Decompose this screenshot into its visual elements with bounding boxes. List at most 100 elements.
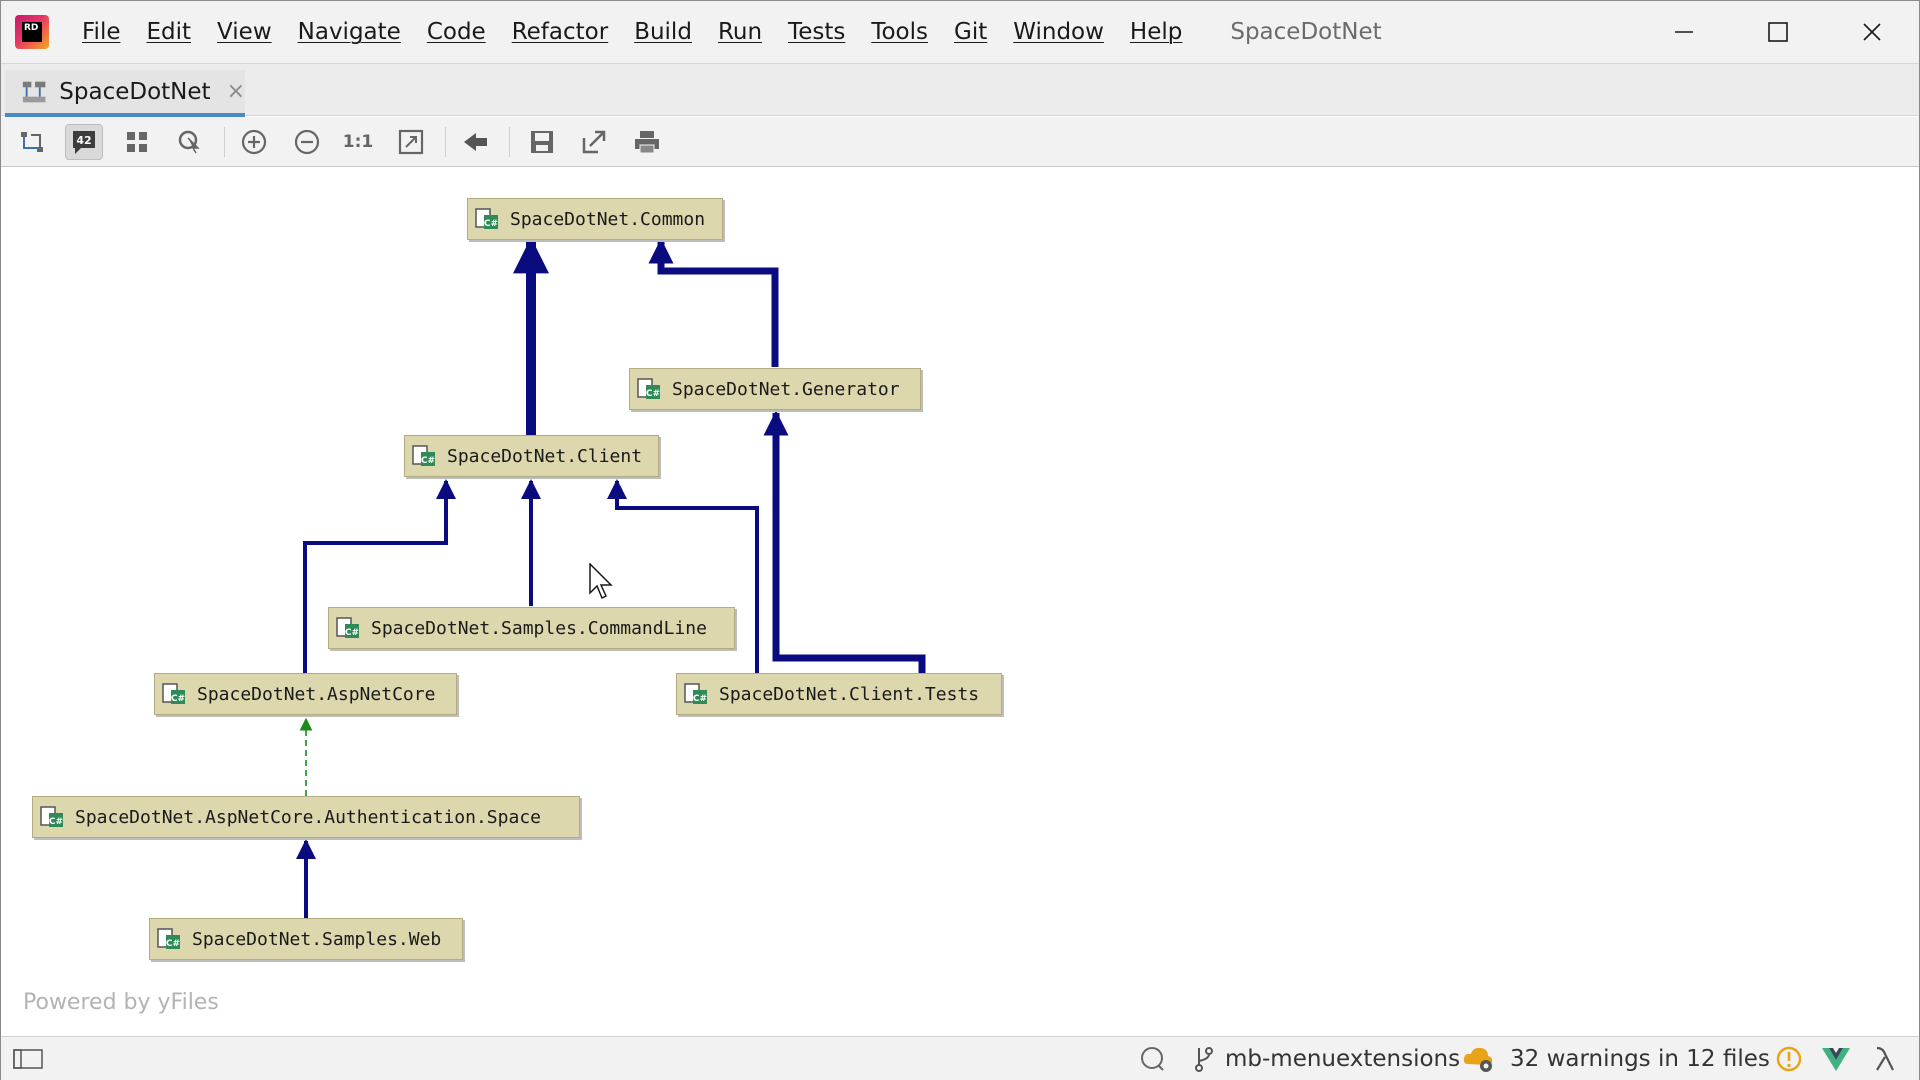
node-label: SpaceDotNet.Client: [447, 445, 643, 467]
tab-close-icon[interactable]: ×: [226, 79, 245, 104]
actual-size-button[interactable]: 1:1: [342, 132, 374, 152]
node-samples-commandline[interactable]: C# SpaceDotNet.Samples.CommandLine: [328, 607, 735, 649]
mouse-pointer-icon: [589, 563, 613, 600]
cloud-gear-warning-icon: [1463, 1047, 1493, 1072]
zoom-out-icon: [294, 129, 320, 155]
layout-button[interactable]: [13, 124, 51, 160]
toolbar-separator: [224, 127, 225, 157]
rider-logo-icon[interactable]: RD: [15, 15, 49, 49]
menu-edit[interactable]: Edit: [146, 19, 192, 45]
node-common[interactable]: C# SpaceDotNet.Common: [467, 198, 723, 240]
exclamation-circle-icon: [1776, 1046, 1802, 1072]
node-generator[interactable]: C# SpaceDotNet.Generator: [629, 368, 921, 410]
node-aspnetcore[interactable]: C# SpaceDotNet.AspNetCore: [154, 673, 457, 715]
printer-icon: [635, 131, 659, 154]
menu-view[interactable]: View: [217, 19, 272, 45]
notifications-status[interactable]: [1138, 1037, 1166, 1080]
menu-code[interactable]: Code: [426, 19, 486, 45]
dependency-diagram-canvas[interactable]: C# SpaceDotNet.Common C# SpaceDotNet.Gen…: [1, 168, 1919, 1036]
edge-clienttests-to-generator: [763, 410, 926, 673]
edge-generator-to-common: [648, 238, 779, 367]
grid-icon: [127, 132, 147, 152]
maximize-button[interactable]: [1731, 1, 1825, 63]
toggle-tool-windows-icon[interactable]: [13, 1048, 43, 1070]
menu-help[interactable]: Help: [1129, 19, 1183, 45]
diagram-tab-icon: [22, 81, 46, 102]
logo-text: RD: [22, 22, 42, 42]
csharp-project-icon: C#: [40, 806, 63, 827]
main-menu: File Edit View Navigate Code Refactor Bu…: [69, 1, 1195, 63]
vue-logo-icon: [1822, 1048, 1850, 1071]
lambda-icon: [1876, 1046, 1894, 1071]
export-button[interactable]: [575, 124, 613, 160]
close-window-button[interactable]: [1825, 1, 1919, 63]
toolbar-separator: [445, 127, 446, 157]
menu-build[interactable]: Build: [634, 19, 692, 45]
node-client-tests[interactable]: C# SpaceDotNet.Client.Tests: [676, 673, 1002, 715]
title-bar: RD File Edit View Navigate Code Refactor…: [1, 1, 1919, 63]
svg-text:C#: C#: [49, 817, 63, 827]
node-label: SpaceDotNet.Samples.Web: [192, 928, 442, 950]
branch-name: mb-menuextensions: [1225, 1046, 1461, 1072]
node-samples-web[interactable]: C# SpaceDotNet.Samples.Web: [149, 918, 463, 960]
zoom-in-button[interactable]: [235, 124, 273, 160]
navigator-button[interactable]: [171, 124, 209, 160]
zoom-out-button[interactable]: [288, 124, 326, 160]
minimize-icon: [1675, 31, 1693, 33]
speech-bubble-icon: [1141, 1047, 1164, 1071]
menu-file[interactable]: File: [82, 19, 121, 45]
menu-run[interactable]: Run: [717, 19, 763, 45]
menu-window[interactable]: Window: [1013, 19, 1104, 45]
tab-label: SpaceDotNet: [59, 78, 211, 105]
menu-refactor[interactable]: Refactor: [511, 19, 609, 45]
status-bar: mb-menuextensions 32 warnings in 12 file…: [1, 1036, 1919, 1080]
svg-text:C#: C#: [171, 694, 185, 704]
grid-button[interactable]: [118, 124, 156, 160]
menu-tools[interactable]: Tools: [871, 19, 928, 45]
save-diagram-button[interactable]: [523, 124, 561, 160]
git-branch-status[interactable]: mb-menuextensions: [1193, 1037, 1460, 1080]
inspection-warning-status[interactable]: [1775, 1037, 1803, 1080]
maximize-icon: [1768, 22, 1788, 42]
node-label: SpaceDotNet.Samples.CommandLine: [371, 617, 707, 639]
node-label: SpaceDotNet.AspNetCore.Authentication.Sp…: [75, 806, 541, 828]
editor-tab-bar: SpaceDotNet ×: [1, 63, 1919, 117]
export-icon: [582, 130, 606, 154]
show-descriptions-button[interactable]: 42: [65, 124, 103, 160]
csharp-project-icon: C#: [162, 683, 185, 704]
lambda-status[interactable]: [1873, 1037, 1897, 1080]
menu-git[interactable]: Git: [954, 19, 988, 45]
csharp-project-icon: C#: [637, 378, 660, 399]
yfiles-watermark: Powered by yFiles: [23, 990, 219, 1015]
minimize-button[interactable]: [1637, 1, 1731, 63]
node-aspnetcore-authentication-space[interactable]: C# SpaceDotNet.AspNetCore.Authentication…: [32, 796, 580, 838]
edge-aspnetcore-to-client: [303, 479, 456, 673]
csharp-project-icon: C#: [475, 208, 498, 229]
share-icon: [464, 133, 487, 151]
svg-text:C#: C#: [166, 939, 180, 949]
node-client[interactable]: C# SpaceDotNet.Client: [404, 435, 659, 477]
window-controls: [1637, 1, 1919, 63]
speech-badge-icon: 42: [73, 131, 95, 154]
csharp-project-icon: C#: [336, 617, 359, 638]
badge-count: 42: [76, 134, 91, 147]
svg-text:C#: C#: [693, 694, 707, 704]
fit-content-button[interactable]: [392, 124, 430, 160]
share-button[interactable]: [456, 124, 494, 160]
edge-clienttests-to-client: [607, 479, 759, 673]
diagram-edges: [296, 237, 926, 918]
zoom-in-icon: [241, 129, 267, 155]
svg-text:C#: C#: [646, 389, 660, 399]
tab-spacedotnet[interactable]: SpaceDotNet ×: [5, 70, 245, 117]
toolbar-separator: [509, 127, 510, 157]
warnings-status[interactable]: 32 warnings in 12 files: [1462, 1037, 1770, 1080]
menu-navigate[interactable]: Navigate: [297, 19, 401, 45]
window-title: SpaceDotNet: [1230, 19, 1382, 45]
warnings-summary: 32 warnings in 12 files: [1510, 1046, 1770, 1072]
svg-text:C#: C#: [421, 456, 435, 466]
svg-text:C#: C#: [345, 628, 359, 638]
csharp-project-icon: C#: [412, 445, 435, 466]
print-button[interactable]: [628, 124, 666, 160]
menu-tests[interactable]: Tests: [788, 19, 846, 45]
vue-plugin-status[interactable]: [1821, 1037, 1851, 1080]
